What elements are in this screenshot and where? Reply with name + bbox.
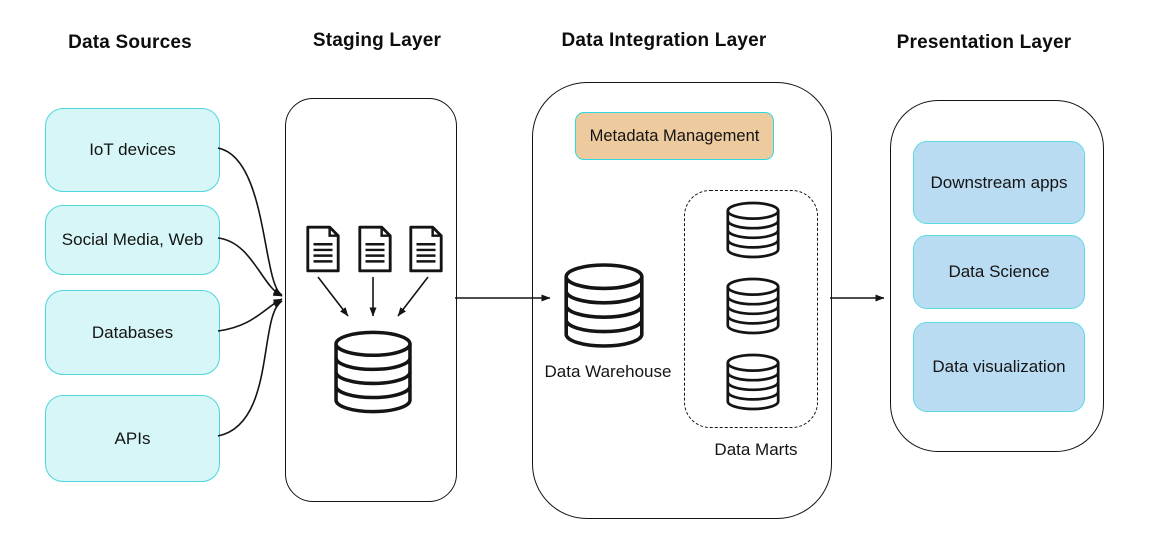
title-presentation-layer: Presentation Layer	[896, 32, 1072, 53]
database-cylinder-icon	[726, 277, 780, 335]
source-box-databases: Databases	[45, 290, 220, 375]
source-box-apis: APIs	[45, 395, 220, 482]
staging-layer-container	[285, 98, 457, 502]
arrow-apis-to-staging	[217, 300, 283, 437]
source-box-social-media-web: Social Media, Web	[45, 205, 220, 275]
document-icon	[358, 225, 392, 273]
title-staging-layer: Staging Layer	[312, 30, 442, 51]
presentation-box-label: Data Science	[948, 262, 1050, 281]
data-warehouse-label: Data Warehouse	[544, 362, 672, 381]
presentation-box-downstream-apps: Downstream apps	[913, 141, 1085, 224]
presentation-box-data-science: Data Science	[913, 235, 1085, 309]
integration-layer-container	[532, 82, 832, 519]
presentation-layer-container	[890, 100, 1104, 452]
source-box-iot-devices: IoT devices	[45, 108, 220, 192]
metadata-management-box: Metadata Management	[575, 112, 774, 160]
source-box-label: Databases	[91, 322, 174, 342]
data-marts-group-box	[684, 190, 818, 428]
source-box-label: APIs	[114, 428, 151, 448]
title-data-integration-layer: Data Integration Layer	[561, 30, 767, 51]
presentation-box-label: Downstream apps	[930, 172, 1068, 192]
database-cylinder-icon	[334, 330, 412, 414]
arrow-databases-to-staging	[217, 298, 283, 332]
database-cylinder-icon	[726, 353, 780, 411]
database-cylinder-icon	[726, 201, 780, 259]
presentation-box-label: Data visualization	[932, 357, 1066, 376]
arrow-iot-to-staging	[217, 147, 283, 296]
database-cylinder-icon	[564, 263, 644, 348]
metadata-management-label: Metadata Management	[589, 126, 760, 145]
document-icon	[306, 225, 340, 273]
title-data-sources: Data Sources	[68, 32, 192, 53]
source-box-label: Social Media, Web	[61, 230, 204, 249]
source-box-label: IoT devices	[89, 140, 176, 159]
arrow-social-to-staging	[217, 237, 283, 297]
presentation-box-data-visualization: Data visualization	[913, 322, 1085, 412]
document-icon	[409, 225, 443, 273]
data-marts-label: Data Marts	[714, 440, 798, 459]
